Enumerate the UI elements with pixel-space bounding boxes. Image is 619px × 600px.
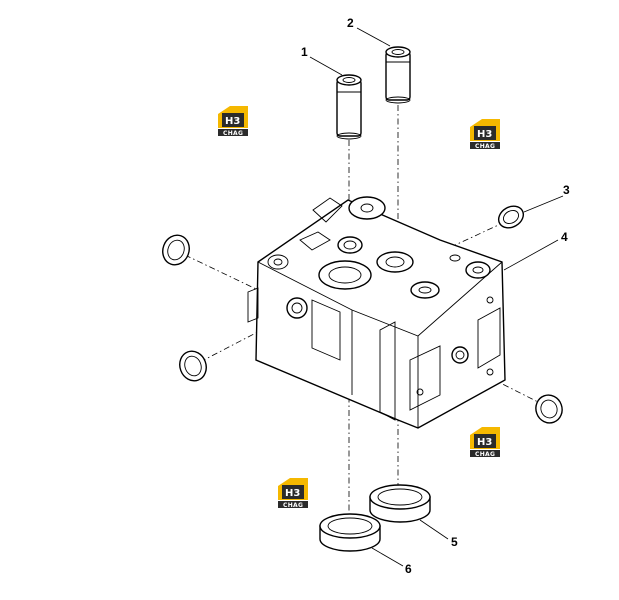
callout-2: 2 (347, 16, 354, 30)
callout-4: 4 (561, 230, 568, 244)
callout-5: 5 (451, 535, 458, 549)
watermark-text: CHAG (283, 502, 303, 509)
watermark-text: CHAG (475, 143, 495, 150)
watermark-logo-2: H3 CHAG (468, 117, 502, 151)
leader-lines (309, 27, 564, 567)
watermark-mark: H3 (225, 116, 240, 127)
part-5-seat-ring (369, 484, 431, 523)
callout-6: 6 (405, 562, 412, 576)
callout-labels: 1 2 3 4 5 6 (301, 16, 570, 576)
plug-left-upper (162, 234, 190, 266)
watermark-logo-4: H3 CHAG (276, 476, 310, 510)
watermark-text: CHAG (223, 130, 243, 137)
watermark-text: CHAG (475, 451, 495, 458)
watermark-logo-3: H3 CHAG (468, 425, 502, 459)
callout-1: 1 (301, 45, 308, 59)
part-3-plug (497, 205, 525, 229)
part-2-sleeve (385, 46, 411, 104)
watermark-mark: H3 (477, 129, 492, 140)
part-6-seat-ring (319, 513, 381, 552)
watermark-mark: H3 (285, 488, 300, 499)
watermark-mark: H3 (477, 437, 492, 448)
part-4-cylinder-head (247, 196, 506, 429)
part-1-sleeve (336, 74, 362, 140)
callout-3: 3 (563, 183, 570, 197)
watermark-logo-1: H3 CHAG (216, 104, 250, 138)
plug-right-lower (535, 394, 563, 424)
plug-left-lower (179, 350, 207, 382)
